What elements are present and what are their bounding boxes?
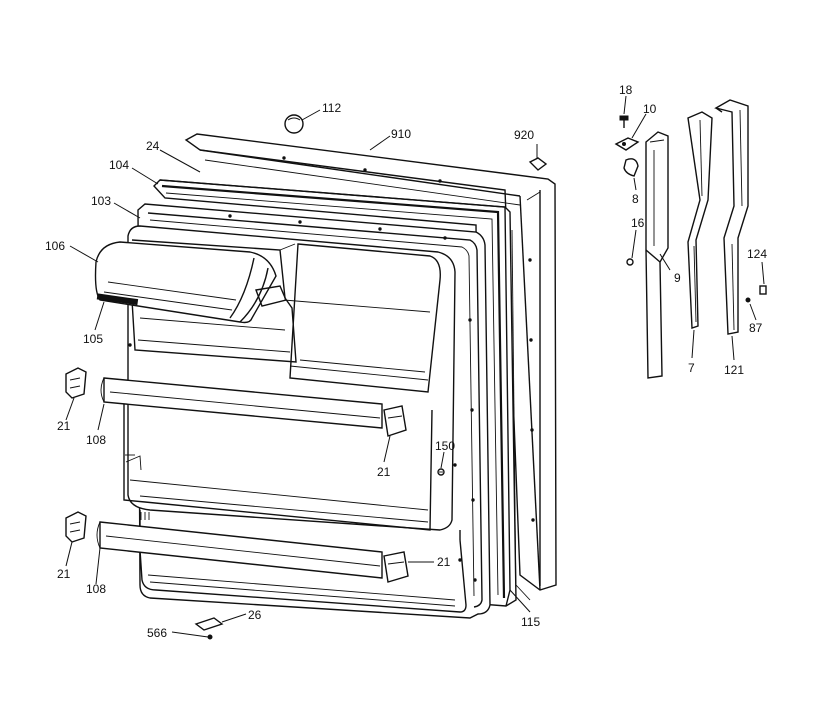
callout-124: 124 [747,247,767,261]
callout-104: 104 [109,158,129,172]
door-shelf-bar-upper [100,377,383,429]
outer-door-panel [184,133,557,591]
callout-21-lower-left: 21 [57,567,71,581]
callout-108-lower: 108 [86,582,106,596]
callout-106: 106 [45,239,65,253]
callout-115: 115 [521,615,540,629]
shelf-clip-lower-right [383,551,409,583]
door-handle-trim-121 [714,99,749,335]
screw-566 [207,634,213,640]
callout-18: 18 [619,83,633,97]
callout-21-upper-right: 21 [377,465,391,479]
hinge-pin-10 [614,137,640,151]
callout-105: 105 [83,332,103,346]
callout-16: 16 [631,216,645,230]
callout-10: 10 [643,102,657,116]
callout-150: 150 [435,439,455,453]
screw-124 [759,285,767,295]
door-shelf-bar-lower [96,521,383,579]
callout-112: 112 [322,101,341,115]
hinge-cam-8 [623,158,639,177]
callout-121: 121 [724,363,744,377]
screw-16 [626,258,634,266]
callout-103: 103 [91,194,111,208]
callout-21-upper-left: 21 [57,419,71,433]
callout-9: 9 [674,271,681,285]
callout-920: 920 [514,128,534,142]
callout-24: 24 [146,139,160,153]
callout-108-upper: 108 [86,433,106,447]
door-stop-26 [194,617,224,631]
shelf-clip-lower-left [65,511,87,543]
callout-21-lower-right: 21 [437,555,451,569]
leader-lines [65,95,765,638]
door-handle-trim-7 [687,111,713,329]
screw-87 [745,297,751,303]
shelf-clip-upper-left [65,367,87,399]
screw-150 [437,468,445,476]
callout-labels: 112 910 920 24 104 103 106 105 21 108 21… [45,83,767,640]
screw-18 [619,115,629,128]
door-cover-920 [528,157,548,171]
callout-910: 910 [391,127,411,141]
door-plug-button [284,114,304,134]
callout-87: 87 [749,321,763,335]
callout-566: 566 [147,626,167,640]
shelf-clip-upper-right [383,405,407,437]
callout-8: 8 [632,192,639,206]
dairy-compartment-door [94,241,287,324]
callout-7: 7 [688,361,695,375]
callout-26: 26 [248,608,262,622]
door-handle-9 [645,131,669,379]
